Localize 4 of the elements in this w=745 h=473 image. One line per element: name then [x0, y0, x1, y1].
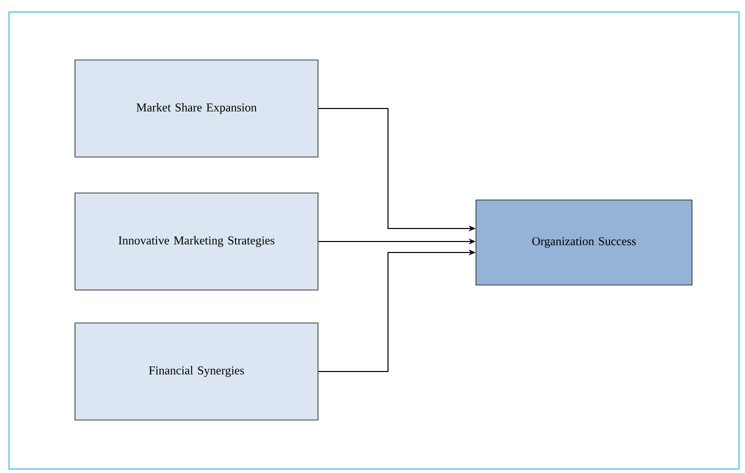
- process-box: Innovative Marketing Strategies: [74, 192, 318, 290]
- process-box: Financial Synergies: [74, 322, 318, 420]
- process-box: Market Share Expansion: [74, 60, 318, 158]
- process-box: Organization Success: [476, 200, 692, 286]
